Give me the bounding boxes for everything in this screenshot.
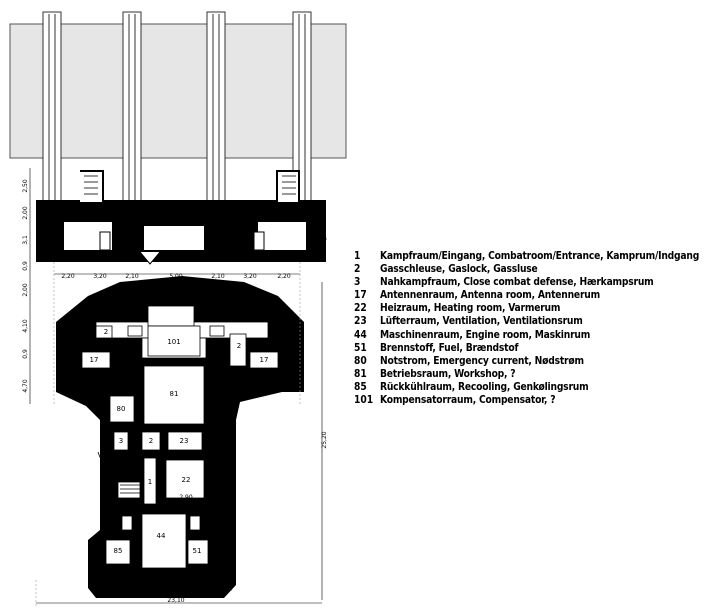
dims-top: 2,20 3,20 2,10 5,00 2,10 3,20 2,20 bbox=[61, 273, 291, 280]
legend-number: 22 bbox=[354, 303, 367, 315]
room-label-22: 22 bbox=[182, 476, 191, 484]
legend-number: 51 bbox=[354, 342, 367, 354]
room-label-85: 85 bbox=[114, 547, 123, 555]
dim-right-6: 2,00 bbox=[224, 569, 231, 583]
room-label-2c: 2 bbox=[149, 437, 153, 445]
room-label-17a: 17 bbox=[90, 356, 99, 364]
legend-label: Brennstoff, Fuel, Brændstof bbox=[380, 342, 519, 354]
legend-label: Kompensatorraum, Compensator, ? bbox=[380, 395, 556, 407]
dim-right-2: 3,50 bbox=[224, 479, 231, 493]
room-label-2a: 2 bbox=[104, 328, 108, 336]
dim-bottom-0: 2,00 bbox=[93, 584, 107, 591]
room-101 bbox=[147, 325, 201, 357]
legend-number: 44 bbox=[354, 329, 367, 341]
dimension-lines bbox=[29, 168, 323, 606]
plan-rooms bbox=[81, 305, 279, 569]
elevation-band bbox=[9, 11, 347, 203]
dim-overall-height: 25,20 bbox=[321, 431, 328, 448]
legend-row: 85 Rückkühlraum, Recooling, Genkølingsru… bbox=[354, 381, 716, 394]
room-label-3: 3 bbox=[119, 437, 123, 445]
dim-overall-width: 23,10 bbox=[167, 597, 184, 604]
legend-number: 80 bbox=[354, 355, 367, 367]
dim-left-2: 3,1 bbox=[22, 235, 29, 245]
dim-bottom2-0: 2,00 bbox=[125, 591, 139, 598]
dim-room22-width: 2,90 bbox=[179, 494, 193, 501]
room-label-1: 1 bbox=[148, 478, 152, 486]
legend-number: 101 bbox=[354, 395, 374, 407]
legend-number: 3 bbox=[354, 277, 361, 289]
dim-top-5: 3,20 bbox=[243, 273, 257, 280]
legend-row: 44 Maschinenraum, Engine room, Maskinrum bbox=[354, 329, 716, 342]
legend-number: 81 bbox=[354, 368, 367, 380]
dims-bottom: 2,00 2,00 1,00 1,00 0,90 1,20 2,00 2,00 … bbox=[93, 494, 223, 604]
dim-right-5: 0,90 bbox=[224, 553, 231, 567]
legend: 1 Kampfraum/Eingang, Combatroom/Entrance… bbox=[354, 250, 716, 407]
legend-row: 22 Heizraum, Heating room, Varmerum bbox=[354, 302, 716, 315]
legend-number: 1 bbox=[354, 251, 361, 262]
legend-number: 17 bbox=[354, 290, 367, 302]
dim-bottom-2: 1,00 bbox=[133, 584, 147, 591]
legend-label: Gasschleuse, Gaslock, Gassluse bbox=[380, 264, 538, 276]
dim-bottom-3: 1,00 bbox=[147, 584, 161, 591]
legend-row: 23 Lüfterraum, Ventilation, Ventilations… bbox=[354, 315, 716, 328]
legend-number: 85 bbox=[354, 381, 367, 393]
curved-stair bbox=[97, 309, 147, 494]
dim-bottom-1: 2,00 bbox=[117, 584, 131, 591]
legend-number: 2 bbox=[354, 264, 361, 276]
legend-label: Betriebsraum, Workshop, ? bbox=[380, 368, 516, 380]
legend-label: Maschinenraum, Engine room, Maskinrum bbox=[380, 329, 591, 341]
room-label-101: 101 bbox=[167, 338, 180, 346]
legend-label: Nahkampfraum, Close combat defense, Hærk… bbox=[380, 277, 654, 289]
legend-row: 80 Notstrom, Emergency current, Nødstrøm bbox=[354, 355, 716, 368]
room-label-81: 81 bbox=[170, 390, 179, 398]
dim-bottom-6: 2,00 bbox=[209, 584, 223, 591]
room-numbers: 101 81 80 2 2 17 17 3 2 23 1 22 44 85 51 bbox=[90, 328, 269, 555]
legend-row: 51 Brennstoff, Fuel, Brændstof bbox=[354, 342, 716, 355]
legend-row: 1 Kampfraum/Eingang, Combatroom/Entrance… bbox=[354, 250, 716, 263]
legend-label: Notstrom, Emergency current, Nødstrøm bbox=[380, 355, 584, 367]
dim-left-4: 2,00 bbox=[22, 283, 29, 297]
legend-label: Heizraum, Heating room, Varmerum bbox=[380, 303, 561, 315]
dim-bottom2-1: 2,00 bbox=[169, 591, 183, 598]
dims-left: 2,50 2,00 3,1 0,9 2,00 4,10 0,9 4,70 bbox=[22, 179, 29, 393]
legend-row: 3 Nahkampfraum, Close combat defense, Hæ… bbox=[354, 276, 716, 289]
legend-row: 101 Kompensatorraum, Compensator, ? bbox=[354, 394, 716, 407]
dim-top-3: 5,00 bbox=[169, 273, 183, 280]
room-label-80: 80 bbox=[117, 405, 126, 413]
dim-left-0: 2,50 bbox=[22, 179, 29, 193]
dim-left-1: 2,00 bbox=[22, 206, 29, 220]
dim-right-3: 0,90 bbox=[224, 503, 231, 517]
dim-left-3: 0,9 bbox=[22, 261, 29, 271]
dim-bottom-4: 0,90 bbox=[178, 584, 192, 591]
dim-top-2: 2,10 bbox=[125, 273, 139, 280]
dims-right: 1,70 0,90 3,50 0,90 4,00 0,90 2,00 25,20 bbox=[224, 431, 328, 582]
dim-top-6: 2,20 bbox=[277, 273, 291, 280]
legend-row: 81 Betriebsraum, Workshop, ? bbox=[354, 368, 716, 381]
section-label: A-B bbox=[312, 234, 328, 244]
legend-label: Rückkühlraum, Recooling, Genkølingsrum bbox=[380, 381, 589, 393]
dim-left-5: 4,10 bbox=[22, 319, 29, 333]
dim-right-0: 1,70 bbox=[224, 433, 231, 447]
legend-label: Kampfraum/Eingang, Combatroom/Entrance, … bbox=[380, 251, 700, 262]
dim-left-7: 4,70 bbox=[22, 379, 29, 393]
room-label-23: 23 bbox=[180, 437, 189, 445]
dim-top-0: 2,20 bbox=[61, 273, 75, 280]
dim-top-1: 3,20 bbox=[93, 273, 107, 280]
legend-label: Antennenraum, Antenna room, Antennerum bbox=[380, 290, 600, 302]
legend-row: 2 Gasschleuse, Gaslock, Gassluse bbox=[354, 263, 716, 276]
entrance-section bbox=[36, 170, 326, 265]
room-label-44: 44 bbox=[157, 532, 166, 540]
room-label-17b: 17 bbox=[260, 356, 269, 364]
dim-bottom-5: 1,20 bbox=[191, 584, 205, 591]
dim-left-6: 0,9 bbox=[22, 349, 29, 359]
dim-right-1: 0,90 bbox=[224, 449, 231, 463]
room-label-51: 51 bbox=[193, 547, 202, 555]
room-label-2b: 2 bbox=[237, 342, 241, 350]
legend-row: 17 Antennenraum, Antenna room, Antenneru… bbox=[354, 289, 716, 302]
legend-number: 23 bbox=[354, 316, 367, 328]
legend-label: Lüfterraum, Ventilation, Ventilationsrum bbox=[380, 316, 583, 328]
dim-right-4: 4,00 bbox=[224, 533, 231, 547]
dim-top-4: 2,10 bbox=[211, 273, 225, 280]
